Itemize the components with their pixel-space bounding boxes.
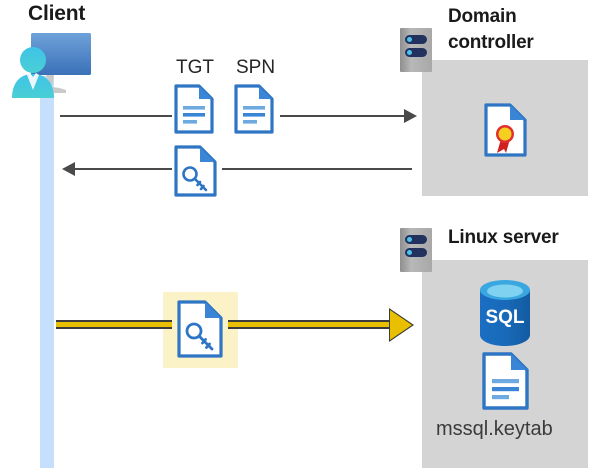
sql-database-icon: SQL: [474, 278, 536, 353]
flow3-line-left: [56, 320, 172, 329]
flow2-arrowhead: [62, 162, 75, 176]
server-bay-icon: [405, 35, 427, 44]
tgt-label: TGT: [176, 57, 214, 78]
domain-controller-title-line2: controller: [448, 32, 534, 53]
spn-document-icon: [234, 84, 274, 139]
flow1-line-left: [60, 115, 172, 117]
certificate-document-icon: [484, 103, 528, 162]
domain-controller-server-icon: [400, 28, 432, 72]
person-icon: [12, 47, 54, 98]
domain-controller-title: Domain controller: [448, 4, 598, 56]
linux-server-icon: [400, 228, 432, 272]
domain-controller-title-line1: Domain: [448, 6, 517, 27]
keytab-key-document-icon: [177, 300, 223, 363]
server-bay-icon: [405, 248, 427, 257]
keytab-filename-label: mssql.keytab: [436, 418, 553, 440]
client-figure: [8, 28, 94, 98]
flow1-arrowhead: [404, 109, 417, 123]
flow2-line-left: [74, 168, 172, 170]
tgt-document-icon: [174, 84, 214, 139]
monitor-icon: [31, 33, 91, 93]
spn-label: SPN: [236, 57, 276, 78]
server-bay-icon: [405, 48, 427, 57]
flow3-arrowhead: [390, 310, 412, 340]
sql-database-label: SQL: [485, 307, 524, 328]
flow1-line-right: [280, 115, 406, 117]
linux-server-title: Linux server: [448, 227, 559, 248]
flow3-line-right: [228, 320, 394, 329]
server-bay-icon: [405, 235, 427, 244]
flow2-line-right: [222, 168, 412, 170]
keytab-text-document-icon: [482, 352, 530, 415]
service-ticket-key-document-icon: [174, 145, 218, 202]
client-title: Client: [28, 2, 86, 25]
client-lifeline: [40, 76, 54, 468]
